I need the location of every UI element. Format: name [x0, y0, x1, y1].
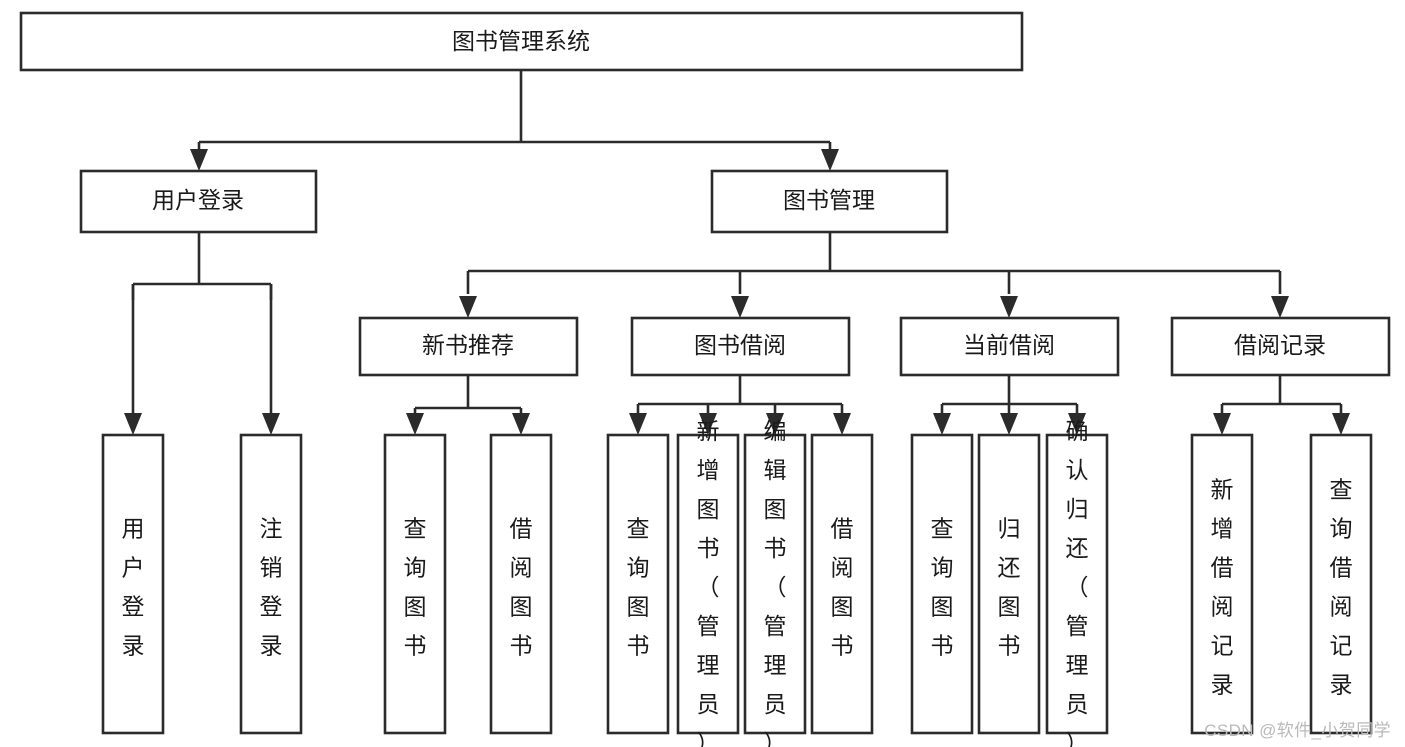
- node-book-borrow-label: 图书借阅: [694, 332, 786, 358]
- node-leaf-query-book-rec-label: 查询图书: [404, 515, 427, 658]
- node-leaf-add-record[interactable]: 新增借阅记录: [1190, 433, 1254, 735]
- node-new-book-rec-label: 新书推荐: [422, 332, 514, 358]
- node-leaf-confirm-return[interactable]: 确认归还（管理员）: [1045, 418, 1109, 747]
- node-leaf-borrow-book-rec-box[interactable]: [489, 433, 553, 735]
- node-leaf-query-book-current[interactable]: 查询图书: [910, 433, 974, 735]
- arrow-head-user-login: [190, 149, 208, 171]
- node-leaf-return-book[interactable]: 归还图书: [977, 433, 1041, 735]
- node-leaf-add-record-box[interactable]: [1190, 433, 1254, 735]
- node-leaf-borrow-book-rec[interactable]: 借阅图书: [489, 433, 553, 735]
- node-borrow-record[interactable]: 借阅记录: [1170, 316, 1391, 377]
- node-leaf-logout-label: 注销登录: [260, 515, 283, 658]
- node-leaf-borrow-book-label: 借阅图书: [831, 515, 854, 658]
- node-leaf-borrow-book-box[interactable]: [810, 433, 874, 735]
- csdn-watermark: CSDN @软件_小贺同学: [1204, 721, 1391, 740]
- node-borrow-record-box[interactable]: [1170, 316, 1391, 377]
- node-leaf-borrow-book[interactable]: 借阅图书: [810, 433, 874, 735]
- arrow-head-leaf-logout: [262, 413, 280, 435]
- node-leaf-edit-book-box[interactable]: [743, 433, 807, 735]
- node-leaf-borrow-book-rec-label: 借阅图书: [510, 515, 533, 658]
- connectors-layer: [124, 70, 1350, 435]
- node-leaf-add-book-box[interactable]: [676, 433, 740, 735]
- node-leaf-add-record-label: 新增借阅记录: [1211, 476, 1234, 697]
- node-leaf-query-record-box[interactable]: [1309, 433, 1373, 735]
- arrow-head-leaf-add-record: [1213, 413, 1231, 435]
- arrow-head-leaf-return-book: [1000, 413, 1018, 435]
- arrow-head-leaf-confirm-return: [1068, 413, 1086, 435]
- node-leaf-query-book-borrow-label: 查询图书: [627, 515, 650, 658]
- node-user-login-box[interactable]: [79, 169, 318, 234]
- arrow-head-borrow-record: [1271, 296, 1289, 318]
- node-leaf-query-book-borrow[interactable]: 查询图书: [606, 433, 670, 735]
- node-leaf-logout[interactable]: 注销登录: [239, 433, 303, 735]
- arrow-head-book-manage: [821, 149, 839, 171]
- node-leaf-confirm-return-box[interactable]: [1045, 433, 1109, 735]
- node-root-label: 图书管理系统: [452, 28, 590, 54]
- node-new-book-rec-box[interactable]: [358, 316, 579, 377]
- connector-bookborrow-bus: [636, 375, 844, 414]
- node-book-borrow-box[interactable]: [630, 316, 851, 377]
- node-leaf-add-book[interactable]: 新增图书（管理员）: [676, 418, 740, 747]
- node-leaf-query-record-label: 查询借阅记录: [1330, 476, 1353, 697]
- node-leaf-user-login[interactable]: 用户登录: [101, 433, 165, 735]
- arrow-head-leaf-query-book-borrow: [629, 413, 647, 435]
- connector-newbookrec-bus: [413, 375, 523, 416]
- connector-borrowrecord-bus: [1220, 375, 1343, 414]
- node-user-login-label: 用户登录: [152, 187, 244, 213]
- node-leaf-edit-book[interactable]: 编辑图书（管理员）: [743, 418, 807, 747]
- arrow-head-current-borrow: [1000, 296, 1018, 318]
- node-leaf-query-book-rec[interactable]: 查询图书: [383, 433, 447, 735]
- arrow-head-new-book-rec: [459, 296, 477, 318]
- connector-currentborrow-bus: [940, 375, 1079, 414]
- arrow-head-leaf-borrow-book: [833, 413, 851, 435]
- connector-root-bus: [197, 70, 832, 158]
- node-leaf-query-book-current-label: 查询图书: [931, 515, 954, 658]
- node-leaf-return-book-label: 归还图书: [998, 515, 1021, 658]
- arrow-head-leaf-query-record: [1332, 413, 1350, 435]
- node-root-box[interactable]: [19, 11, 1024, 72]
- node-leaf-query-book-borrow-box[interactable]: [606, 433, 670, 735]
- node-leaf-confirm-return-label: 确认归还（管理员）: [1066, 418, 1089, 747]
- node-leaf-query-record[interactable]: 查询借阅记录: [1309, 433, 1373, 735]
- node-leaf-query-book-rec-box[interactable]: [383, 433, 447, 735]
- node-book-manage[interactable]: 图书管理: [710, 169, 949, 234]
- node-leaf-return-book-box[interactable]: [977, 433, 1041, 735]
- node-user-login[interactable]: 用户登录: [79, 169, 318, 234]
- node-leaf-edit-book-label: 编辑图书（管理员）: [764, 418, 787, 747]
- node-book-manage-label: 图书管理: [783, 187, 875, 213]
- arrow-head-book-borrow: [731, 296, 749, 318]
- arrow-head-leaf-query-book-current: [933, 413, 951, 435]
- node-current-borrow[interactable]: 当前借阅: [899, 316, 1120, 377]
- node-current-borrow-label: 当前借阅: [963, 332, 1055, 358]
- node-leaf-add-book-label: 新增图书（管理员）: [697, 418, 720, 747]
- node-leaf-user-login-box[interactable]: [101, 433, 165, 735]
- node-leaf-user-login-label: 用户登录: [122, 515, 145, 658]
- connector-bookmanage-bus: [466, 232, 1282, 294]
- node-leaf-logout-box[interactable]: [239, 433, 303, 735]
- node-root[interactable]: 图书管理系统: [19, 11, 1024, 72]
- node-new-book-rec[interactable]: 新书推荐: [358, 316, 579, 377]
- node-leaf-query-book-current-box[interactable]: [910, 433, 974, 735]
- arrow-head-leaf-user-login: [124, 413, 142, 435]
- arrow-head-leaf-query-book-rec: [406, 413, 424, 435]
- node-book-manage-box[interactable]: [710, 169, 949, 234]
- node-current-borrow-box[interactable]: [899, 316, 1120, 377]
- connector-userlogin-bus: [131, 232, 273, 300]
- node-book-borrow[interactable]: 图书借阅: [630, 316, 851, 377]
- arrow-head-leaf-add-book: [699, 413, 717, 435]
- node-borrow-record-label: 借阅记录: [1234, 332, 1326, 358]
- arrow-head-leaf-edit-book: [766, 413, 784, 435]
- arrow-head-leaf-borrow-book-rec: [512, 413, 530, 435]
